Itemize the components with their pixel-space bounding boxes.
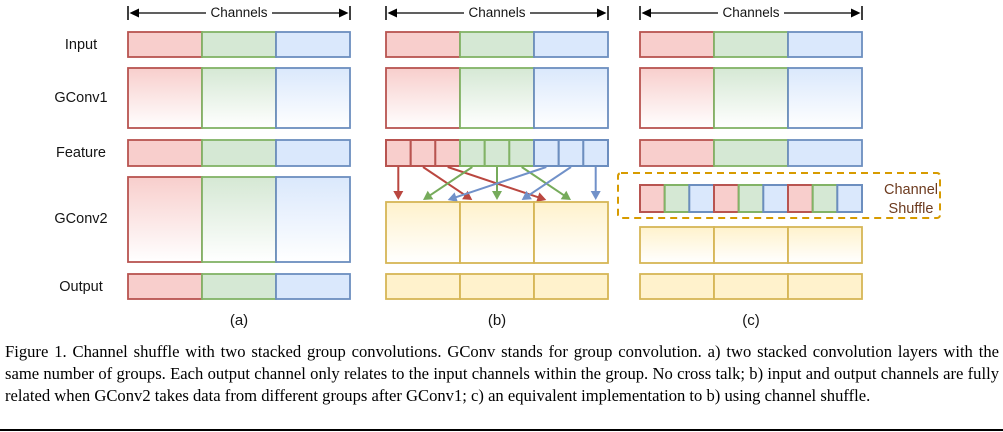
shuffle-arrow-line [453, 166, 547, 200]
output-block [713, 273, 789, 300]
shuffle-block [836, 184, 863, 213]
gconv2-block [787, 226, 863, 264]
gconv1-block [713, 67, 789, 129]
row-label-gconv1: GConv1 [54, 90, 108, 106]
diagram-canvas [127, 6, 941, 300]
channels-arrow-right-head [339, 8, 349, 18]
shuffle-block [639, 184, 666, 213]
shuffle-arrow-head [560, 190, 571, 200]
input-block [385, 31, 461, 58]
row-label-feature: Feature [56, 145, 106, 161]
panel-c [617, 6, 941, 300]
gconv2-block [533, 201, 609, 264]
shuffle-arrow-line [521, 166, 567, 198]
channels-label-a: Channels [210, 5, 268, 20]
feature-block [713, 139, 789, 167]
gconv1-block [787, 67, 863, 129]
shuffle-arrow-line [427, 166, 473, 198]
feature-block [533, 139, 560, 167]
channels-label-b: Channels [468, 5, 526, 20]
input-block [787, 31, 863, 58]
output-block [459, 273, 535, 300]
panel-b [385, 6, 609, 300]
output-block [275, 273, 351, 300]
shuffle-arrow-head [393, 191, 404, 200]
gconv1-block [201, 67, 277, 129]
shuffle-block [663, 184, 691, 213]
shuffle-block [762, 184, 789, 213]
feature-block [582, 139, 609, 167]
output-block [385, 273, 461, 300]
panel-label-b: (b) [487, 312, 507, 329]
feature-block [275, 139, 351, 167]
output-block [533, 273, 609, 300]
feature-block [409, 139, 437, 167]
shuffle-block [688, 184, 715, 213]
row-label-gconv2: GConv2 [54, 211, 108, 227]
bottom-rule [0, 429, 1003, 431]
gconv2-block [275, 176, 351, 263]
shuffle-block [811, 184, 839, 213]
shuffle-block [713, 184, 740, 213]
gconv2-block [639, 226, 715, 264]
shuffle-arrow-head [447, 192, 458, 202]
channel-shuffle-label: Channel Shuffle [883, 182, 938, 217]
input-block [459, 31, 535, 58]
feature-block [201, 139, 277, 167]
channels-arrow-left-head [387, 8, 397, 18]
input-block [713, 31, 789, 58]
input-block [639, 31, 715, 58]
shuffle-arrow-head [590, 191, 601, 200]
shuffle-arrow-head [423, 190, 434, 200]
channel-shuffle-dashed-box [617, 172, 941, 219]
shuffle-arrow-head [492, 191, 502, 200]
shuffle-arrow-line [422, 166, 468, 198]
feature-block [127, 139, 203, 167]
gconv2-block [713, 226, 789, 264]
channels-arrow-left-head [129, 8, 139, 18]
row-label-output: Output [59, 279, 103, 295]
gconv1-block [275, 67, 351, 129]
shuffle-arrow-head [521, 190, 532, 200]
channels-arrow-right-head [597, 8, 607, 18]
gconv1-block [533, 67, 609, 129]
shuffle-block [737, 184, 765, 213]
channels-label-c: Channels [722, 5, 780, 20]
gconv2-block [459, 201, 535, 264]
shuffle-arrow-head [462, 190, 473, 200]
panel-label-c: (c) [742, 312, 760, 329]
feature-block [639, 139, 715, 167]
feature-block [459, 139, 486, 167]
feature-block [787, 139, 863, 167]
feature-block [434, 139, 461, 167]
feature-block [483, 139, 511, 167]
output-block [201, 273, 277, 300]
panel-label-a: (a) [229, 312, 249, 329]
input-block [201, 31, 277, 58]
output-block [127, 273, 203, 300]
gconv1-block [639, 67, 715, 129]
input-block [275, 31, 351, 58]
panel-a [127, 6, 351, 300]
feature-block [557, 139, 585, 167]
feature-block [508, 139, 535, 167]
gconv2-block [127, 176, 203, 263]
feature-block [385, 139, 412, 167]
input-block [127, 31, 203, 58]
gconv1-block [459, 67, 535, 129]
row-label-input: Input [64, 37, 98, 53]
output-block [639, 273, 715, 300]
channels-arrow-right-head [851, 8, 861, 18]
gconv1-block [385, 67, 461, 129]
shuffle-block [787, 184, 814, 213]
gconv2-block [385, 201, 461, 264]
shuffle-arrow-line [526, 166, 572, 198]
gconv1-block [127, 67, 203, 129]
output-block [787, 273, 863, 300]
gconv2-block [201, 176, 277, 263]
shuffle-arrow-head [536, 192, 547, 202]
channels-arrow-left-head [641, 8, 651, 18]
figure-caption: Figure 1. Channel shuffle with two stack… [5, 342, 999, 405]
input-block [533, 31, 609, 58]
